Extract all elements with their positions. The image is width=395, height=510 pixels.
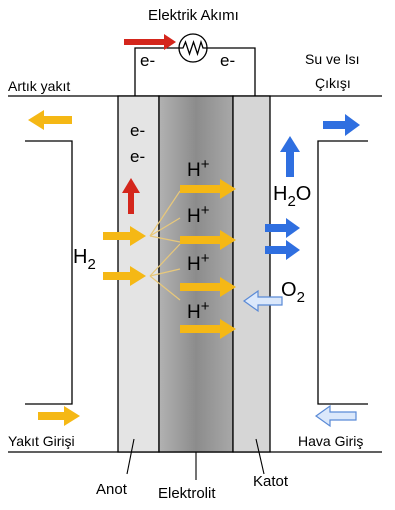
water-heat-label-2: Çıkışı (315, 75, 351, 91)
proton-label-2: H+ (187, 202, 210, 227)
proton-arrow-1 (180, 179, 236, 199)
air-inlet-label: Hava Giriş (298, 433, 363, 449)
hydrogen-arrow-2 (103, 266, 146, 286)
oxygen-label: O2 (281, 279, 305, 306)
proton-label-1: H+ (187, 156, 210, 181)
oxygen-arrow (242, 289, 283, 313)
water-label: H2O (273, 183, 311, 210)
cathode-pointer (255, 438, 265, 475)
proton-label-4: H+ (187, 298, 210, 323)
proton-arrow-4 (180, 319, 236, 339)
water-arrow-1 (265, 218, 300, 238)
fuel-inlet-arrow (38, 406, 80, 426)
anode-label: Anot (96, 481, 128, 498)
resistor-icon (178, 33, 208, 63)
water-heat-label-1: Su ve Isı (305, 51, 359, 67)
water-arrow-2 (265, 240, 300, 260)
cathode-label: Katot (253, 473, 289, 490)
electron-up-arrow (122, 178, 140, 214)
electron-label-left: e- (140, 51, 155, 70)
anode-electron-1: e- (130, 121, 145, 140)
anode-pointer (126, 438, 135, 475)
proton-paths (149, 190, 181, 301)
proton-label-3: H+ (187, 250, 210, 275)
fuel-inlet-label: Yakıt Girişi (8, 433, 75, 449)
current-label: Elektrik Akımı (148, 7, 239, 24)
proton-arrow-3 (180, 277, 236, 297)
water-up-arrow (280, 136, 300, 177)
anode-electron-2: e- (130, 147, 145, 166)
cathode-channel-wall (317, 140, 368, 405)
hydrogen-label: H2 (73, 246, 96, 273)
air-inlet-arrow (314, 404, 357, 428)
exhaust-fuel-label: Artık yakıt (8, 78, 70, 94)
electron-label-right: e- (220, 51, 235, 70)
hydrogen-arrow-1 (103, 226, 146, 246)
cathode-layer (232, 95, 271, 453)
anode-channel-wall (25, 140, 73, 405)
water-out-arrow (323, 114, 360, 136)
proton-arrow-2 (180, 230, 236, 250)
exhaust-fuel-arrow (28, 110, 72, 130)
electrolyte-label: Elektrolit (158, 485, 216, 502)
electron-flow-arrow (124, 34, 176, 50)
